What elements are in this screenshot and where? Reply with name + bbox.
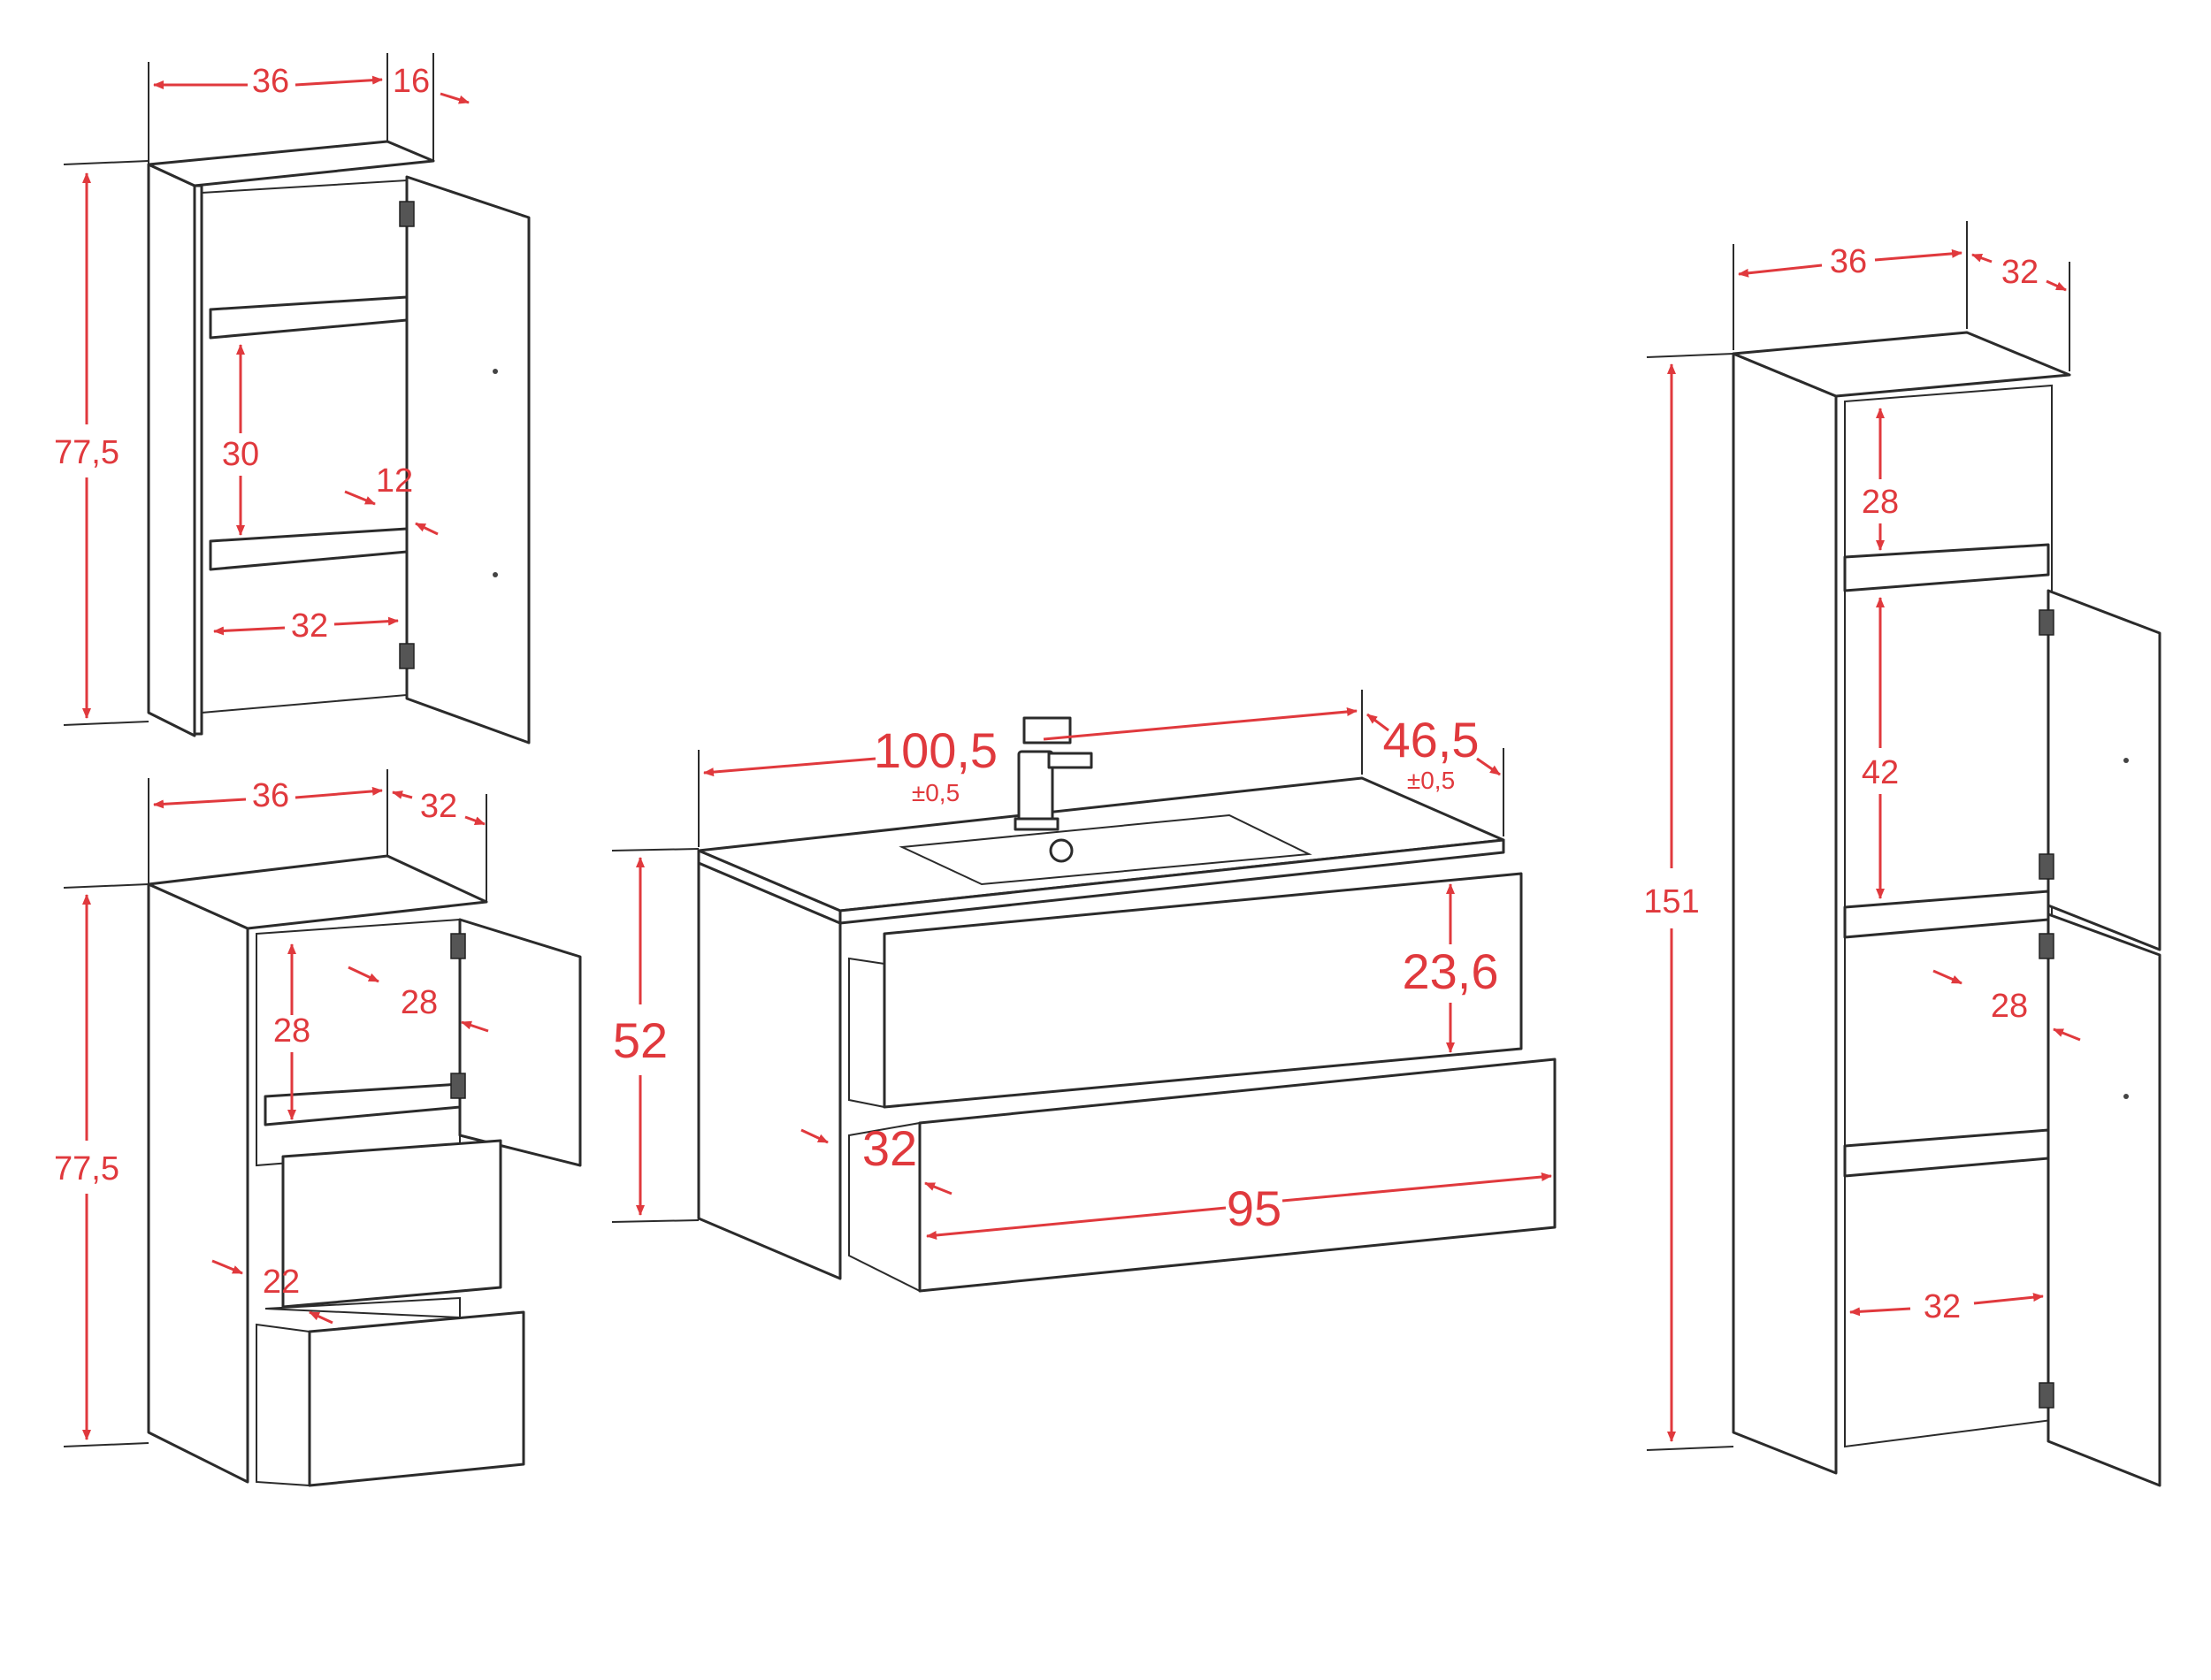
tall-cabinet-shelf-1	[1843, 543, 2050, 592]
dimension-line	[1043, 707, 1358, 741]
dimension-line	[344, 490, 376, 506]
dimension-line	[1281, 1172, 1552, 1203]
wall-cabinet-door	[405, 175, 531, 745]
hinge-icon	[399, 643, 415, 669]
dimension-line	[440, 92, 470, 104]
dimension-line	[392, 790, 413, 799]
base-cabinet-drawer-lower	[308, 1310, 525, 1487]
base-cabinet-door-depth-label: 28	[401, 984, 438, 1021]
sink-basin	[899, 813, 1312, 886]
base-cabinet-drawer-upper	[281, 1139, 502, 1309]
tall-cabinet-width-label: 36	[1830, 243, 1867, 280]
drain-icon	[1049, 838, 1074, 863]
base-cabinet-width-label: 36	[252, 777, 289, 814]
dimension-line	[1366, 713, 1389, 732]
dimension-line	[309, 1310, 333, 1325]
wall-cabinet: 36 16 77,5 30 12 32	[54, 53, 531, 745]
wall-cabinet-height-label: 77,5	[54, 434, 119, 471]
vanity-countertop-edge-front	[838, 838, 1505, 925]
tall-cabinet-side-panel	[1732, 352, 1838, 1475]
wall-cabinet-top	[147, 140, 435, 187]
vanity-drawer-front-height-label: 23,6	[1403, 943, 1499, 999]
dimension-line	[1932, 969, 1962, 985]
dimension-line	[2053, 1027, 2081, 1042]
tall-cabinet-top	[1732, 331, 2071, 398]
wall-cabinet-shelf-upper	[209, 295, 409, 340]
dimension-line	[1973, 1293, 2044, 1305]
hinge-icon	[2039, 933, 2054, 959]
tall-cabinet-lower-door	[2047, 913, 2161, 1487]
base-cabinet-drawer-height-label: 22	[263, 1264, 300, 1301]
tall-cabinet: 36 32 151 28 42 28 32	[1643, 221, 2161, 1487]
wall-cabinet-width-label: 36	[252, 63, 289, 100]
dimension-line	[333, 616, 399, 626]
hinge-icon	[2039, 609, 2054, 636]
dimension-line	[213, 626, 286, 636]
hinge-icon	[2039, 1382, 2054, 1409]
base-cabinet-side-panel	[147, 882, 249, 1484]
base-cabinet: 36 32 77,5 28 28 22	[54, 769, 582, 1487]
wall-cabinet-shelf-spacing-label: 30	[222, 436, 259, 473]
dimension-line	[153, 798, 247, 809]
dimension-line	[1971, 253, 1993, 263]
dimension-line	[924, 1181, 952, 1195]
faucet-icon	[1014, 716, 1093, 831]
vanity-side-panel	[697, 861, 842, 1280]
dimension-line	[295, 75, 383, 87]
vanity-unit: 100,5 ±0,5 46,5 ±0,5 52 23,6 32 95	[611, 690, 1557, 1293]
dimension-line	[1476, 757, 1501, 776]
tall-cabinet-shelf-3	[1843, 1128, 2050, 1178]
vanity-depth-label: 46,5	[1383, 712, 1480, 767]
vanity-drawer-width-label: 95	[1227, 1180, 1281, 1236]
tall-cabinet-top-compartment-label: 28	[1862, 484, 1899, 521]
hinge-icon	[450, 1073, 466, 1099]
hinge-icon	[399, 201, 415, 227]
hinge-icon	[450, 933, 466, 959]
tall-cabinet-door-depth-label: 28	[1991, 988, 2028, 1025]
dimension-line	[348, 966, 379, 983]
vanity-width-tolerance-label: ±0,5	[912, 779, 960, 806]
tall-cabinet-middle-compartment-label: 42	[1862, 754, 1899, 791]
tall-cabinet-depth-label: 32	[2001, 254, 2039, 291]
dimension-line	[211, 1259, 243, 1275]
hinge-icon	[2039, 853, 2054, 880]
base-cabinet-shelf-height-label: 28	[273, 1012, 310, 1050]
base-cabinet-depth-label: 32	[420, 788, 457, 825]
dimension-line	[1738, 263, 1823, 278]
vanity-depth-tolerance-label: ±0,5	[1407, 767, 1455, 794]
dimension-line	[703, 757, 876, 777]
dimension-line	[464, 815, 486, 826]
tall-cabinet-inner-width-label: 32	[1924, 1288, 1961, 1325]
dimension-line	[415, 522, 439, 536]
dimension-line	[926, 1206, 1227, 1240]
base-cabinet-door	[458, 918, 582, 1167]
vanity-height-label: 52	[613, 1012, 668, 1068]
base-cabinet-shelf	[264, 1082, 462, 1126]
dimension-line	[800, 1128, 829, 1144]
wall-cabinet-depth-label: 16	[393, 63, 430, 100]
wall-cabinet-inner-width-label: 32	[291, 607, 328, 645]
tall-cabinet-upper-door	[2047, 589, 2161, 951]
dimension-line	[1849, 1307, 1911, 1317]
vanity-drawer-inner-depth-label: 32	[862, 1120, 917, 1176]
dimension-line	[295, 786, 383, 799]
dimension-line	[1874, 248, 1962, 262]
base-cabinet-height-label: 77,5	[54, 1150, 119, 1187]
dimension-line	[461, 1020, 489, 1033]
dimension-line	[2046, 279, 2067, 292]
tall-cabinet-height-label: 151	[1643, 883, 1699, 920]
vanity-width-label: 100,5	[874, 722, 998, 778]
wall-cabinet-side-panel	[147, 163, 196, 737]
wall-cabinet-shelf-thickness-label: 12	[376, 462, 413, 500]
wall-cabinet-front-edge	[193, 184, 203, 736]
tall-cabinet-shelf-2	[1843, 890, 2050, 939]
